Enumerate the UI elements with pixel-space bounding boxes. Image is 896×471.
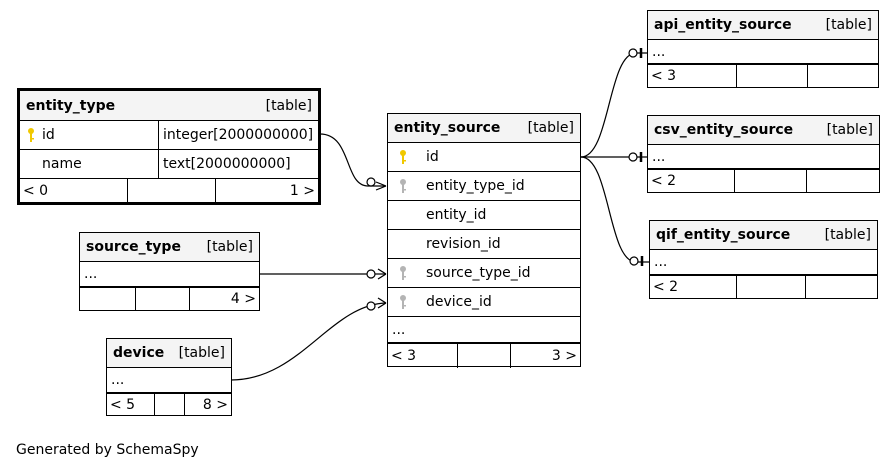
children-count: < 5 xyxy=(107,394,155,415)
table-header: csv_entity_source [table] xyxy=(648,116,879,145)
table-kind: [table] xyxy=(265,97,312,114)
table-header: device [table] xyxy=(107,339,231,368)
more-columns: ... xyxy=(654,254,668,270)
children-count: < 2 xyxy=(650,276,737,298)
relation-device xyxy=(230,302,387,381)
table-name: csv_entity_source xyxy=(654,122,794,138)
column-name: revision_id xyxy=(426,236,501,252)
more-columns: ... xyxy=(111,372,125,388)
column-name: device_id xyxy=(426,294,492,310)
table-footer: < 3 3 > xyxy=(388,343,580,368)
table-entity-source[interactable]: entity_source [table] id entity_type_id … xyxy=(387,113,581,368)
table-row: id xyxy=(388,143,580,172)
table-header: entity_source [table] xyxy=(388,114,580,143)
table-entity-type[interactable]: entity_type [table] id integer[200000000… xyxy=(17,88,321,205)
table-kind: [table] xyxy=(826,122,873,138)
table-row: ... xyxy=(80,262,259,287)
key-icon xyxy=(24,127,42,143)
table-device[interactable]: device [table] ... < 5 8 > xyxy=(106,338,232,416)
table-row: name text[2000000000] xyxy=(20,150,318,179)
table-name: device xyxy=(113,345,165,361)
table-kind: [table] xyxy=(825,17,872,33)
table-row: entity_id xyxy=(388,201,580,230)
column-name: id xyxy=(42,127,55,143)
column-name: entity_type_id xyxy=(426,178,525,194)
table-row: ... xyxy=(648,145,879,169)
table-footer: < 0 1 > xyxy=(20,179,318,202)
table-footer: 4 > xyxy=(80,287,259,310)
table-header: entity_type [table] xyxy=(20,91,318,121)
parents-count xyxy=(806,276,877,298)
column-type: integer[2000000000] xyxy=(163,127,314,143)
table-row: entity_type_id xyxy=(388,172,580,201)
table-footer: < 3 xyxy=(648,64,878,87)
column-name: entity_id xyxy=(426,207,487,223)
children-count: < 3 xyxy=(648,65,737,87)
table-footer: < 2 xyxy=(650,275,877,298)
table-footer: < 2 xyxy=(648,169,879,192)
table-qif-entity-source[interactable]: qif_entity_source [table] ... < 2 xyxy=(649,220,878,299)
children-count: < 0 xyxy=(20,179,128,202)
parents-count: 4 > xyxy=(230,291,256,307)
key-icon xyxy=(396,178,426,194)
table-api-entity-source[interactable]: api_entity_source [table] ... < 3 xyxy=(647,10,879,88)
relation-qif xyxy=(580,156,649,263)
column-type: text[2000000000] xyxy=(163,156,291,172)
table-kind: [table] xyxy=(206,239,253,255)
table-kind: [table] xyxy=(527,120,574,136)
key-icon xyxy=(396,294,426,310)
more-columns: ... xyxy=(84,266,98,282)
more-columns: ... xyxy=(392,321,406,338)
table-header: qif_entity_source [table] xyxy=(650,221,877,250)
parents-count xyxy=(808,65,878,87)
relation-entity-type xyxy=(319,133,386,187)
table-name: entity_type xyxy=(26,97,116,114)
table-name: source_type xyxy=(86,239,181,255)
table-csv-entity-source[interactable]: csv_entity_source [table] ... < 2 xyxy=(647,115,880,193)
children-count: < 3 xyxy=(388,344,458,368)
table-name: entity_source xyxy=(394,120,501,136)
table-header: api_entity_source [table] xyxy=(648,11,878,40)
table-header: source_type [table] xyxy=(80,233,259,262)
table-row: device_id xyxy=(388,288,580,317)
generated-by-note: Generated by SchemaSpy xyxy=(16,442,199,458)
more-columns: ... xyxy=(652,43,666,60)
table-row: ... xyxy=(107,368,231,393)
children-count xyxy=(80,288,136,310)
children-count: < 2 xyxy=(648,170,735,192)
table-kind: [table] xyxy=(178,345,225,361)
column-name: name xyxy=(42,156,82,172)
key-icon xyxy=(396,265,426,281)
table-row: ... xyxy=(648,40,878,64)
table-source-type[interactable]: source_type [table] ... 4 > xyxy=(79,232,260,311)
table-row: revision_id xyxy=(388,230,580,259)
table-row: source_type_id xyxy=(388,259,580,288)
table-row: ... xyxy=(650,250,877,275)
table-kind: [table] xyxy=(824,227,871,243)
parents-count: 3 > xyxy=(551,348,577,364)
table-name: api_entity_source xyxy=(654,17,792,33)
table-footer: < 5 8 > xyxy=(107,393,231,415)
parents-count: 8 > xyxy=(202,396,228,413)
table-name: qif_entity_source xyxy=(656,227,791,243)
relation-api xyxy=(580,52,647,158)
table-row: ... xyxy=(388,317,580,343)
table-row: id integer[2000000000] xyxy=(20,121,318,150)
key-icon xyxy=(396,149,426,165)
column-name: source_type_id xyxy=(426,265,531,281)
parents-count xyxy=(807,170,879,192)
parents-count: 1 > xyxy=(289,182,315,199)
crow-foot-optional xyxy=(366,177,376,187)
column-name: id xyxy=(426,149,439,165)
more-columns: ... xyxy=(652,148,666,165)
